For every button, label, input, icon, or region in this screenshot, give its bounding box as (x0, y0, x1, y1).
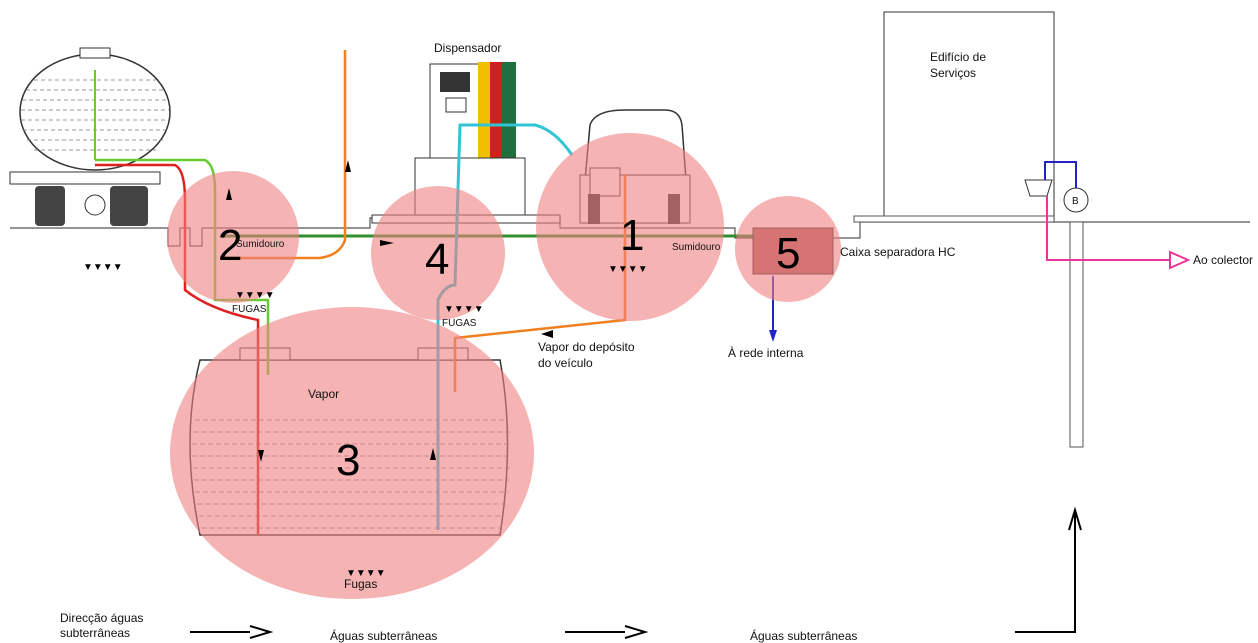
groundwater-arrows (190, 506, 1082, 639)
zone-3-ellipse (170, 307, 534, 599)
orange-vent-pipe (220, 50, 347, 260)
zone-number-1: 1 (620, 211, 644, 260)
zone-number-3: 3 (336, 436, 360, 485)
label-fugas-1: FUGAS (232, 304, 267, 315)
blue-water-pipe (1044, 161, 1077, 188)
red-fill-pipe (95, 163, 260, 535)
zone-number-4: 4 (425, 235, 449, 284)
svg-text:▼▼▼▼: ▼▼▼▼ (608, 264, 648, 275)
label-vapor-deposito-line2: do veículo (538, 356, 593, 370)
label-sumidouro-2: Sumidouro (672, 242, 721, 253)
label-caixa-separadora: Caixa separadora HC (840, 245, 956, 259)
highlight-zones (167, 133, 841, 599)
zone-1-circle (536, 133, 724, 321)
svg-text:▼▼▼▼: ▼▼▼▼ (444, 304, 484, 315)
label-direccao-line1: Direcção águas (60, 611, 143, 625)
label-sumidouro-1: Sumidouro (236, 239, 285, 250)
leak-ticks: ▼▼▼▼ ▼▼▼▼ ▼▼▼▼ ▼▼▼▼ ▼▼▼▼ (83, 262, 648, 579)
svg-text:▼▼▼▼: ▼▼▼▼ (83, 262, 123, 273)
label-rede-interna: À rede interna (728, 345, 804, 360)
zone-5-circle (735, 196, 841, 302)
label-direccao-line2: subterrâneas (60, 626, 130, 640)
zone-number-2: 2 (218, 221, 242, 270)
label-dispensador: Dispensador (434, 41, 501, 55)
pink-outlet-pipe (1046, 196, 1170, 261)
label-aguas-2: Águas subterrâneas (750, 628, 857, 643)
zone-4-circle (371, 186, 505, 320)
label-fugas-3: Fugas (344, 577, 377, 591)
svg-text:▼▼▼▼: ▼▼▼▼ (346, 568, 386, 579)
svg-text:▼▼▼▼: ▼▼▼▼ (235, 290, 275, 301)
rede-interna-arrow (769, 330, 777, 342)
zone-number-5: 5 (776, 229, 800, 278)
service-building (853, 11, 1089, 448)
label-aguas-1: Águas subterrâneas (330, 628, 437, 643)
tanker-truck (9, 47, 171, 226)
label-edificio-line1: Edifício de (930, 50, 986, 64)
label-bomba: B (1072, 196, 1079, 207)
label-fugas-2: FUGAS (442, 318, 477, 329)
zone-2-circle (167, 171, 299, 303)
ao-colector-arrow (1169, 250, 1191, 270)
label-ao-colector: Ao colector (1193, 253, 1253, 267)
label-vapor-deposito-line1: Vapor do depósito (538, 340, 635, 354)
label-vapor: Vapor (308, 387, 339, 401)
flow-direction-markers (226, 160, 553, 462)
label-edificio-line2: Serviços (930, 66, 976, 80)
